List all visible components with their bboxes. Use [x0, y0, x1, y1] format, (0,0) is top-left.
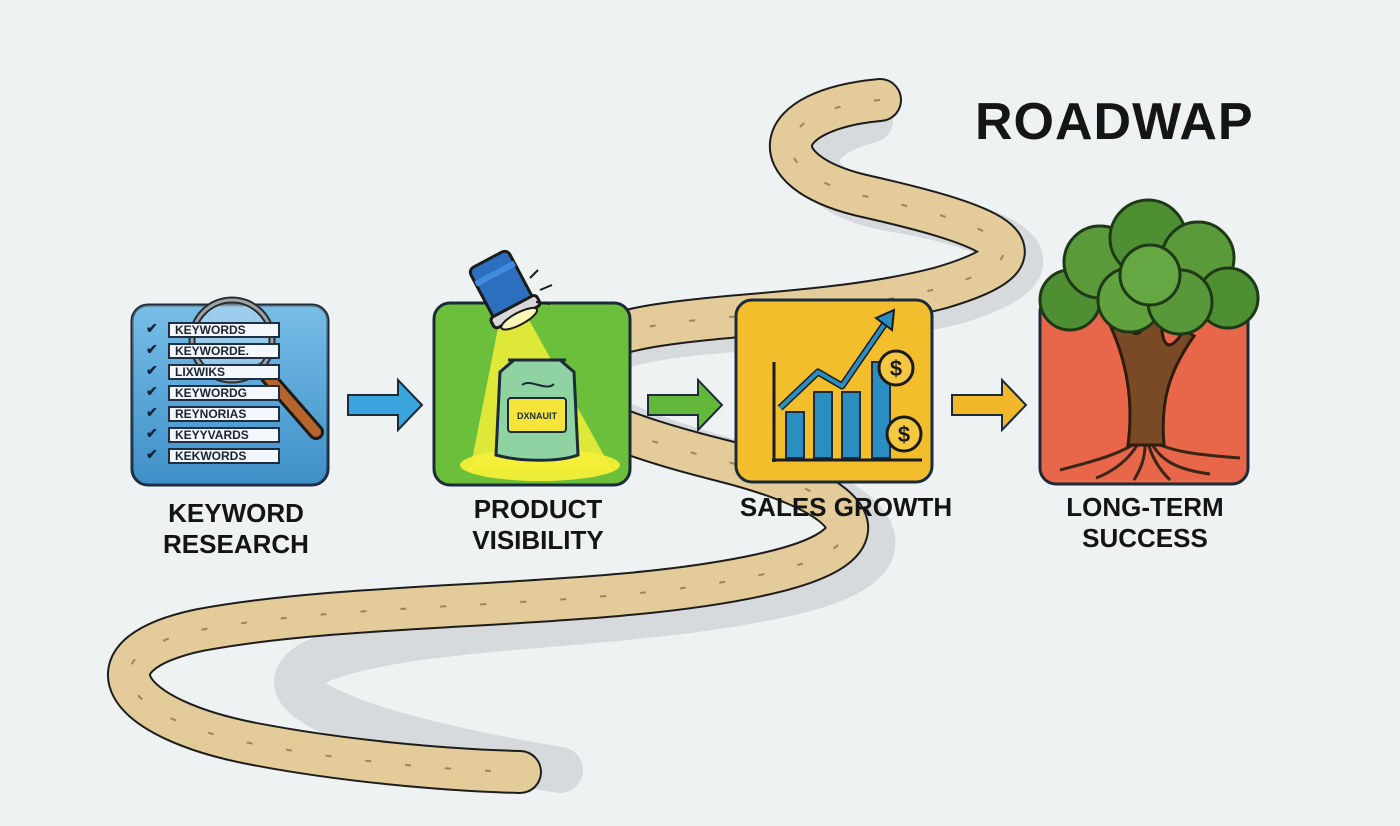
road-center-dashes: [128, 99, 1005, 773]
tree-icon: [1038, 198, 1260, 482]
step-3-caption-line1: SALES GROWTH: [739, 492, 953, 522]
step-4-caption: LONG-TERM SUCCESS: [1015, 492, 1275, 554]
step-3-caption: SALES GROWTH: [716, 492, 976, 523]
step-2-caption-line1: PRODUCT: [473, 494, 603, 524]
checkmark-icon: ✔: [146, 362, 158, 378]
step-4-caption-line2: SUCCESS: [1082, 523, 1208, 553]
bar-2: [813, 391, 833, 459]
checkmark-icon: ✔: [146, 404, 158, 420]
arrow-1-icon: [347, 377, 424, 433]
step-2-caption-line2: VISIBILITY: [472, 525, 604, 555]
checkmark-icon: ✔: [146, 320, 158, 336]
coin-top-icon: [877, 349, 915, 387]
step-1-caption-line1: KEYWORD: [168, 498, 304, 528]
coin-top-symbol: $: [890, 356, 902, 381]
step-1-caption-line2: RESEARCH: [163, 529, 309, 559]
sales-growth-card: [734, 298, 934, 484]
checkmark-icon: ✔: [146, 341, 158, 357]
arrow-3-icon: [951, 377, 1028, 433]
keyword-row: LIXWIKS: [168, 364, 280, 380]
keyword-row: KEYYVARDS: [168, 427, 280, 443]
bar-1: [785, 411, 805, 459]
product-bag-icon: [494, 358, 580, 462]
arrow-2-icon: [647, 377, 724, 433]
bag-label: DXNAUIT: [517, 411, 558, 421]
keyword-row: REYNORIAS: [168, 406, 280, 422]
bar-3: [841, 391, 861, 459]
keyword-row: KEYWORDS: [168, 322, 280, 338]
keyword-row: KEKWORDS: [168, 448, 280, 464]
checkmark-icon: ✔: [146, 383, 158, 399]
step-1-caption: KEYWORD RESEARCH: [106, 498, 366, 560]
step-4-caption-line1: LONG-TERM: [1066, 492, 1224, 522]
checkmark-icon: ✔: [146, 425, 158, 441]
coin-bottom-icon: [885, 415, 923, 453]
step-2-caption: PRODUCT VISIBILITY: [408, 494, 668, 556]
spotlight-icon: [468, 249, 553, 331]
keyword-row: KEYWORDG: [168, 385, 280, 401]
keyword-row: KEYWORDE.: [168, 343, 280, 359]
magnifier-icon: [188, 296, 324, 440]
coin-bottom-symbol: $: [898, 422, 910, 447]
page-title: ROADWAP: [975, 93, 1254, 151]
checkmark-icon: ✔: [146, 446, 158, 462]
